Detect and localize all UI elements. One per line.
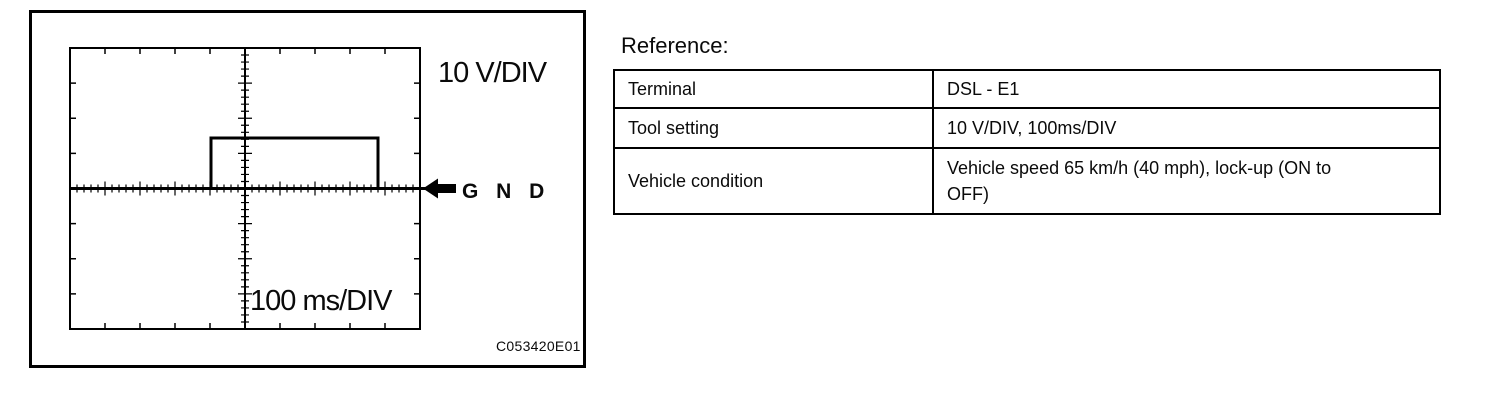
reference-table: Terminal DSL - E1 Tool setting 10 V/DIV,…	[613, 69, 1441, 215]
row-value: Vehicle speed 65 km/h (40 mph), lock-up …	[932, 147, 1441, 215]
reference-section: Reference: Terminal DSL - E1 Tool settin…	[613, 33, 1441, 215]
oscilloscope-figure: 10 V/DIV G N D 100 ms/DIV C053420E01	[29, 10, 586, 368]
row-label: Vehicle condition	[613, 147, 934, 215]
signal-trace	[209, 136, 380, 190]
table-row: Vehicle condition Vehicle speed 65 km/h …	[613, 147, 1441, 215]
waveform-plot	[69, 47, 456, 330]
time-per-div-label: 100 ms/DIV	[250, 285, 392, 317]
row-label: Tool setting	[613, 107, 934, 149]
gnd-label: G N D	[462, 180, 551, 203]
gnd-arrow-icon	[423, 178, 456, 199]
reference-heading: Reference:	[621, 33, 729, 58]
volts-per-div-label: 10 V/DIV	[438, 57, 547, 89]
row-value: 10 V/DIV, 100ms/DIV	[932, 107, 1441, 149]
table-row: Terminal DSL - E1	[613, 69, 1441, 109]
row-value: DSL - E1	[932, 69, 1441, 109]
figure-code: C053420E01	[496, 338, 581, 354]
row-label: Terminal	[613, 69, 934, 109]
table-row: Tool setting 10 V/DIV, 100ms/DIV	[613, 107, 1441, 149]
row-value-text: Vehicle speed 65 km/h (40 mph), lock-up …	[947, 157, 1332, 204]
